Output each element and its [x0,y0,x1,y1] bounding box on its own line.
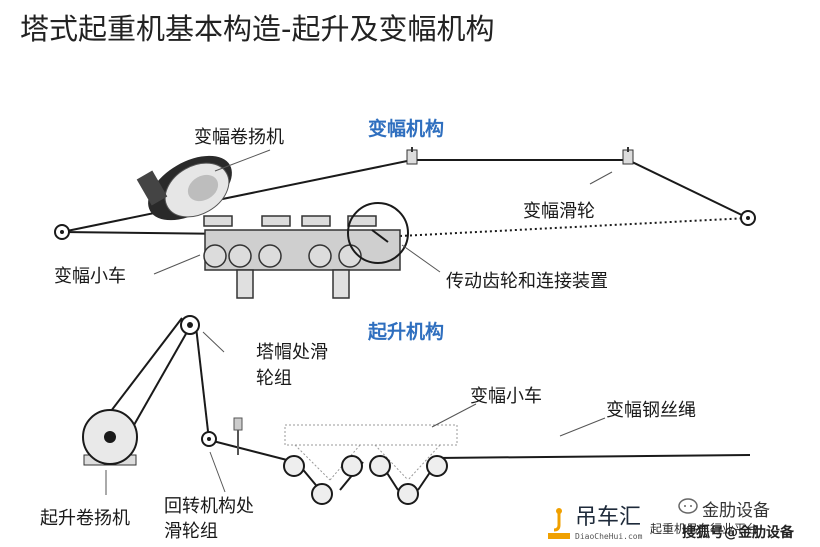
transmission-gear-highlight [347,202,409,264]
luffing-winch-drum [136,155,232,221]
end-pulley-right [740,210,756,226]
luffing-trolley-assembly [203,215,401,299]
top-pulley-2 [622,147,634,165]
bottom-trolley-assembly [284,424,458,481]
hoisting-mechanism-heading: 起升机构 [368,321,445,343]
luffing-winch-label: 变幅卷扬机 [194,127,284,148]
rope-anchor-post [233,417,243,455]
tower-cap-pulley-label-1: 塔帽处滑 [256,342,328,363]
luffing-trolley-label-top: 变幅小车 [54,266,126,287]
tower-cap-pulley [180,315,200,335]
watermark-source: 搜狐号@金肋设备 [682,525,794,541]
luffing-trolley-label-bottom: 变幅小车 [470,386,542,407]
hoisting-winch-label: 起升卷扬机 [40,508,130,529]
brand-logo: 吊车汇 DiaoCheHui.com [545,505,657,545]
slewing-pulley-label-2: 滑轮组 [164,521,218,542]
chat-bubble-icon [678,498,698,514]
brand-name: 吊车汇 [575,505,642,530]
hoisting-winch-drum [82,409,138,466]
slewing-pulley-label-1: 回转机构处 [164,496,254,517]
bottom-trolley-wheels [283,455,448,505]
slewing-pulley [201,431,217,447]
end-pulley-left [54,224,70,240]
top-pulley-1 [406,147,418,165]
luffing-mechanism-heading: 变幅机构 [368,118,445,140]
watermark-name: 金肋设备 [702,501,770,521]
transmission-gear-label: 传动齿轮和连接装置 [446,271,608,292]
tower-cap-pulley-label-2: 轮组 [256,368,292,389]
brand-tagline: 起重机吊车行业平台 [650,522,759,536]
brand-url: DiaoCheHui.com [575,532,643,541]
luffing-pulley-label: 变幅滑轮 [523,201,595,222]
luffing-wire-rope-label: 变幅钢丝绳 [606,400,696,421]
crane-hook-icon [548,508,570,539]
page-title: 塔式起重机基本构造-起升及变幅机构 [20,12,495,46]
